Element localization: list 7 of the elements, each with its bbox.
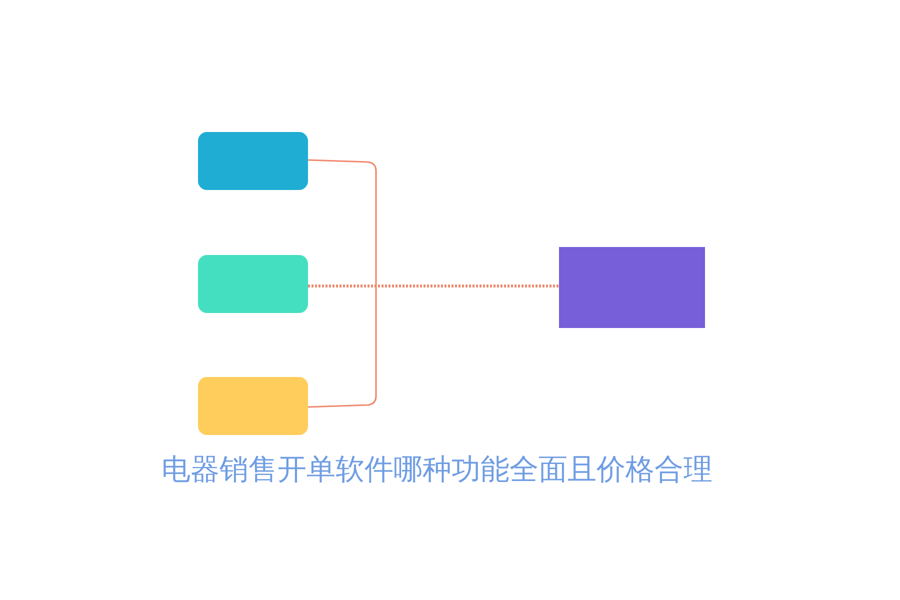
bracket-connector xyxy=(308,159,377,408)
rectangle xyxy=(559,247,705,328)
dotted-connector xyxy=(308,284,559,288)
rounded-box xyxy=(198,255,308,313)
rounded-box xyxy=(198,377,308,435)
rounded-box xyxy=(198,132,308,190)
title: 电器销售开单软件哪种功能全面且价格合理 xyxy=(162,451,712,488)
